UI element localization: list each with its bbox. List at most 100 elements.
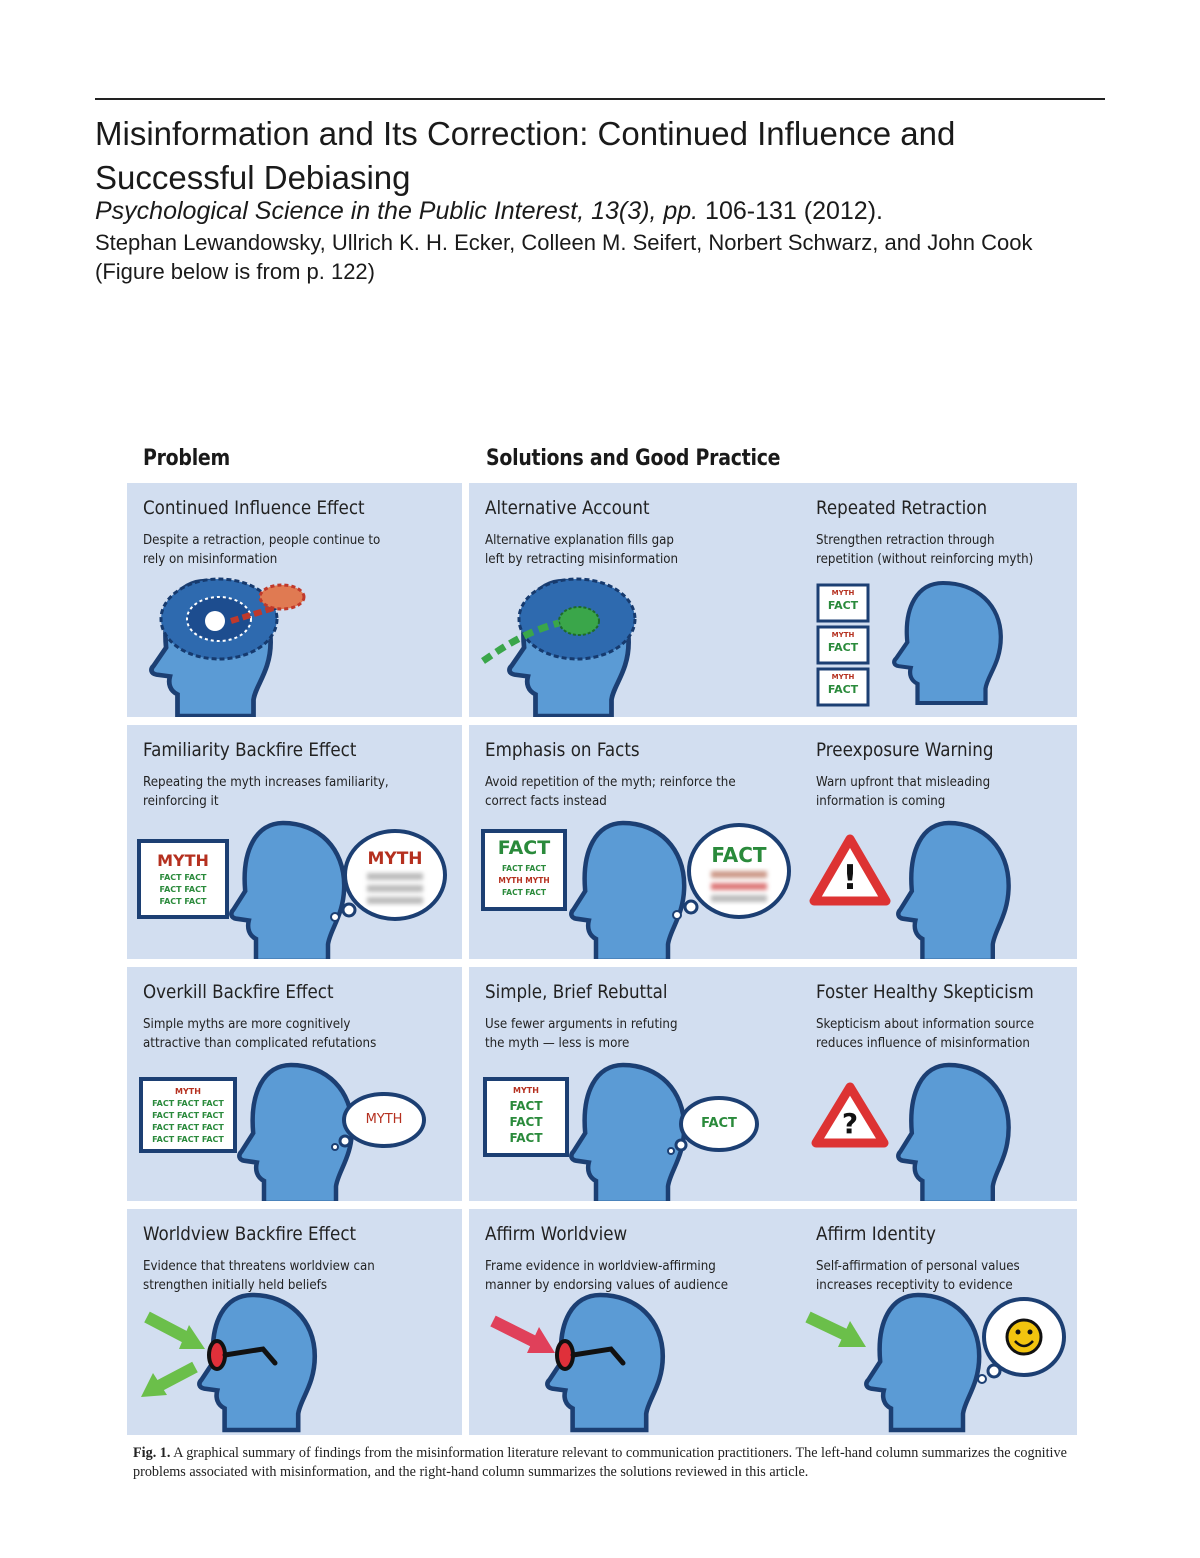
head-icon: [894, 583, 1001, 703]
cell-title: Alternative Account: [485, 497, 650, 519]
myth-label: MYTH: [513, 1086, 539, 1095]
head-icon: [898, 1065, 1008, 1201]
cell-description: Despite a retraction, people continue to…: [143, 532, 381, 567]
foster-skepticism-illustration: [811, 967, 1077, 1201]
fact-label: FACT: [827, 683, 859, 696]
alternative-account-illustration: [481, 577, 637, 717]
cell-title: Repeated Retraction: [816, 497, 988, 519]
smiley-face-icon: [1005, 1318, 1043, 1356]
question-label: ?: [841, 1107, 859, 1140]
cell-title: Emphasis on Facts: [485, 739, 640, 761]
green-arrow-icon: [805, 1311, 866, 1347]
cell-preexposure-warning: Preexposure Warning Warn upfront that mi…: [800, 725, 1077, 959]
head-icon: [866, 1295, 979, 1430]
fact-label: FACT FACT FACT: [152, 1111, 224, 1120]
glasses-icon: [207, 1339, 278, 1371]
dashed-link-icon: [230, 604, 278, 624]
cell-description: Repeating the myth increases familiarity…: [143, 774, 389, 809]
cell-foster-skepticism: Foster Healthy Skepticism Skepticism abo…: [800, 967, 1077, 1201]
fact-label: FACT: [827, 641, 859, 654]
myth-label: MYTH: [831, 589, 855, 597]
bubble-fact-label: FACT: [701, 1116, 737, 1131]
header-rule: [95, 98, 1105, 100]
fact-label: FACT: [827, 599, 859, 612]
cell-title: Worldview Backfire Effect: [143, 1223, 357, 1245]
bubble-fact-label: FACT: [711, 843, 767, 867]
fact-label: FACT: [509, 1131, 543, 1145]
solutions-heading: Solutions and Good Practice: [486, 446, 781, 471]
fact-label: FACT FACT: [502, 888, 546, 897]
bubble-myth-label: MYTH: [365, 1112, 403, 1127]
cell-description: Self-affirmation of personal values incr…: [816, 1258, 1020, 1293]
cell-affirm-worldview: Affirm Worldview Frame evidence in world…: [469, 1209, 799, 1435]
cell-description: Evidence that threatens worldview can st…: [143, 1258, 375, 1293]
gap-icon: [205, 611, 225, 631]
fact-label: FACT FACT: [159, 873, 207, 882]
cell-worldview-backfire: Worldview Backfire Effect Evidence that …: [127, 1209, 462, 1435]
card-icon: [483, 1077, 569, 1157]
warning-triangle-icon: [811, 1082, 889, 1148]
cell-overkill-backfire: Overkill Backfire Effect Simple myths ar…: [127, 967, 462, 1201]
green-arrow-out-icon: [141, 1361, 198, 1397]
bubble-myth-label: MYTH: [367, 849, 423, 869]
paper-title: Misinformation and Its Correction: Conti…: [95, 115, 956, 196]
worldview-backfire-illustration: [141, 1209, 462, 1435]
fact-label: FACT: [497, 837, 551, 859]
green-dashed-arrow-icon: [481, 619, 560, 664]
head-icon: [571, 1065, 684, 1201]
cell-title: Affirm Identity: [816, 1223, 936, 1245]
cell-repeated-retraction: Repeated Retraction Strengthen retractio…: [800, 483, 1077, 717]
cell-description: Simple myths are more cognitively attrac…: [143, 1016, 377, 1051]
head-icon: [239, 1065, 352, 1201]
cell-description: Alternative explanation fills gap left b…: [485, 532, 679, 567]
emphasis-facts-illustration: [481, 725, 791, 959]
affirm-worldview-illustration: [490, 1209, 799, 1435]
exclamation-label: !: [842, 858, 858, 898]
cell-title: Simple, Brief Rebuttal: [485, 981, 668, 1003]
journal-pages: 106-131 (2012).: [698, 197, 883, 225]
fact-label: FACT: [509, 1115, 543, 1129]
card-icon: [481, 829, 567, 911]
myth-label: MYTH: [157, 851, 209, 870]
cell-affirm-identity: Affirm Identity Self-affirmation of pers…: [800, 1209, 1077, 1435]
caption-label: Fig. 1.: [133, 1445, 171, 1461]
fact-label: FACT FACT: [502, 864, 546, 873]
figure-caption: Fig. 1. A graphical summary of findings …: [133, 1444, 1083, 1482]
card-stack-icon: [816, 583, 870, 707]
cell-description: Avoid repetition of the myth; reinforce …: [485, 774, 736, 809]
figure-page-note: (Figure below is from p. 122): [95, 259, 375, 284]
problem-heading: Problem: [143, 446, 230, 471]
red-arrow-icon: [490, 1315, 555, 1353]
fact-label: FACT FACT FACT: [152, 1099, 224, 1108]
cell-title: Overkill Backfire Effect: [143, 981, 334, 1003]
fact-label: FACT FACT FACT: [152, 1123, 224, 1132]
head-icon: [571, 823, 684, 959]
affirm-identity-illustration: [805, 1209, 1066, 1435]
head-icon: [231, 823, 344, 959]
glasses-icon: [555, 1339, 626, 1371]
cell-description: Frame evidence in worldview-affirming ma…: [485, 1258, 729, 1293]
cell-title: Continued Influence Effect: [143, 497, 365, 519]
cell-alternative-account: Alternative Account Alternative explanat…: [469, 483, 799, 717]
cell-description: Warn upfront that misleading information…: [816, 774, 991, 809]
thought-bubble-icon: [667, 1096, 759, 1155]
myth-label: MYTH MYTH: [498, 876, 550, 885]
familiarity-backfire-illustration: [137, 725, 447, 959]
cell-description: Skepticism about information source redu…: [816, 1016, 1035, 1051]
fact-blob-icon: [558, 606, 600, 636]
cell-emphasis-facts: Emphasis on Facts Avoid repetition of th…: [469, 725, 799, 959]
preexposure-warning-illustration: [809, 725, 1077, 959]
green-arrow-in-icon: [144, 1311, 205, 1349]
head-icon: [898, 823, 1008, 959]
caption-text: A graphical summary of findings from the…: [133, 1445, 1067, 1480]
cell-description: Strengthen retraction through repetition…: [816, 532, 1034, 567]
simple-rebuttal-illustration: [483, 967, 759, 1201]
overkill-backfire-illustration: [139, 967, 426, 1201]
cell-title: Preexposure Warning: [816, 739, 994, 761]
card-icon: [137, 839, 229, 919]
brain-with-gap-illustration: [127, 577, 306, 717]
cell-familiarity-backfire: Familiarity Backfire Effect Repeating th…: [127, 725, 462, 959]
thought-bubble-icon: [331, 1092, 426, 1151]
myth-label: MYTH: [175, 1087, 201, 1096]
cell-title: Familiarity Backfire Effect: [143, 739, 357, 761]
